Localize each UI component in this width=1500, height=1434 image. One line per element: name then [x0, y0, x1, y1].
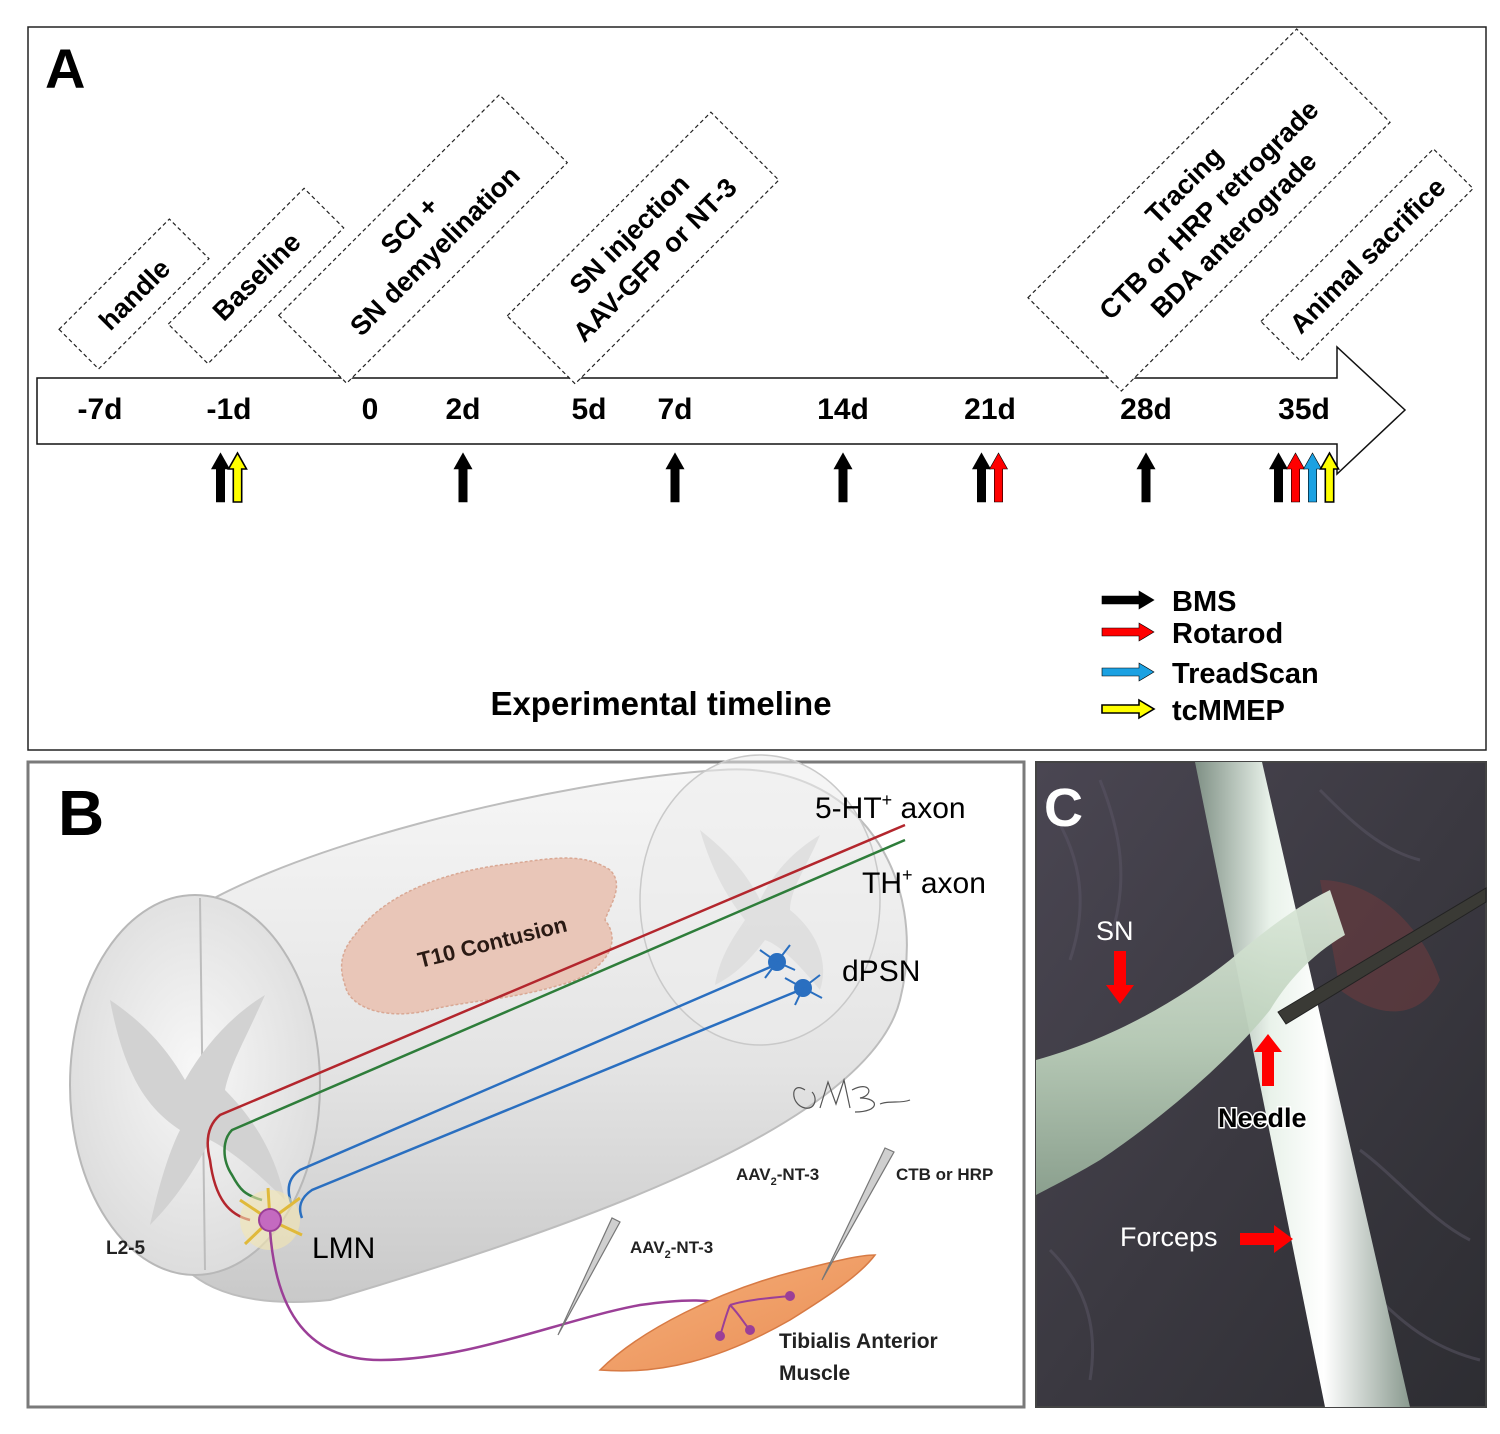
bms-arrow-icon: [971, 452, 992, 503]
treadscan-arrow-icon: [1302, 452, 1323, 503]
legend-label-tcmmep: tcMMEP: [1172, 695, 1285, 727]
legend-label-rotarod: Rotarod: [1172, 618, 1283, 650]
axon-5ht-label: 5-HT+ axon: [815, 790, 966, 825]
treadscan-legend-icon: [1101, 662, 1155, 682]
sn-label: SN: [1096, 916, 1134, 946]
muscle-label: Tibialis Anterior Muscle: [779, 1330, 944, 1385]
bms-arrow-icon: [453, 452, 473, 503]
day-label: 35d: [1278, 393, 1330, 426]
axon-th-label: TH+ axon: [862, 865, 986, 900]
nerve-terminals: [715, 1291, 795, 1341]
serotonergic-axon: [206, 823, 906, 1222]
day-label: 7d: [657, 393, 692, 426]
tcmmep-legend-icon: [1101, 698, 1156, 720]
tcmmep-arrow-icon: [227, 451, 248, 503]
day-label: 5d: [571, 393, 606, 426]
day-label: -7d: [78, 393, 123, 426]
day-label: 14d: [817, 393, 869, 426]
needle-arrow-icon: [1254, 1034, 1282, 1086]
propriospinal-axon-2: [298, 988, 801, 1219]
panel-c-label: C: [1044, 778, 1083, 838]
panel-b-schematic: B T10 Contusion: [26, 754, 1026, 1409]
spinal-cord: [69, 754, 908, 1303]
aav-label-upper: AAV2-NT-3: [736, 1165, 819, 1188]
bms-legend-icon: [1101, 590, 1155, 610]
rotarod-arrow-icon: [1285, 452, 1306, 503]
tcmmep-arrow-icon: [1319, 451, 1340, 503]
dpsn-neuron-icon: [759, 944, 823, 1006]
rotarod-arrow-icon: [988, 452, 1009, 503]
day-label: 0: [362, 393, 379, 426]
rotarod-legend-icon: [1101, 622, 1155, 642]
needle-icon: [557, 1147, 895, 1336]
sciatic-nerve: [1036, 890, 1345, 1195]
day-label: -1d: [207, 393, 252, 426]
panel-b-label: B: [58, 777, 104, 849]
forceps-label: Forceps: [1120, 1222, 1218, 1252]
bms-arrow-icon: [210, 452, 231, 503]
timeline-day-labels: -7d -1d 0 2d 5d 7d 14d 21d 28d 35d: [78, 393, 1330, 426]
near-gray-matter: [110, 995, 285, 1225]
bms-arrow-icon: [1268, 452, 1289, 503]
legend-label-bms: BMS: [1172, 586, 1236, 618]
bms-arrow-icon: [665, 452, 685, 503]
tracer-label: CTB or HRP: [896, 1165, 993, 1184]
timeline-arrow: [36, 345, 1407, 476]
motor-axon: [268, 1229, 731, 1362]
bms-arrow-icon: [833, 452, 853, 503]
legend-label-treadscan: TreadScan: [1172, 658, 1319, 690]
timeline-caption: Experimental timeline: [490, 685, 831, 722]
needle-shaft: [1277, 887, 1487, 1025]
far-gray-matter: [700, 830, 824, 990]
dopaminergic-axon: [223, 838, 906, 1202]
lmn-label: LMN: [312, 1232, 375, 1265]
bms-arrow-icon: [1136, 452, 1156, 503]
panel-a-timeline: A -7d -1d 0 2d 5d 7d 14d 21d 28d 35d han…: [27, 26, 1487, 751]
lmn-neuron-icon: [239, 1187, 303, 1250]
day-label: 28d: [1120, 393, 1172, 426]
red-arrow-icons: [1106, 951, 1293, 1253]
day-label: 2d: [445, 393, 480, 426]
aav-label-lower: AAV2-NT-3: [630, 1238, 713, 1261]
panel-a-label: A: [45, 37, 85, 100]
dpsn-label: dPSN: [842, 955, 920, 988]
day-label: 21d: [964, 393, 1016, 426]
needle-label: Needle: [1218, 1103, 1307, 1133]
panel-c-photo: C SN Needle Forceps: [1035, 761, 1487, 1408]
sn-arrow-icon: [1106, 951, 1134, 1004]
tissue-texture: [1043, 779, 1481, 1381]
segment-label: L2-5: [106, 1238, 146, 1259]
assessment-arrows: [210, 451, 1340, 503]
artist-signature: [793, 1077, 911, 1113]
forceps-blade: [1195, 762, 1410, 1407]
forceps-arrow-icon: [1240, 1225, 1293, 1253]
